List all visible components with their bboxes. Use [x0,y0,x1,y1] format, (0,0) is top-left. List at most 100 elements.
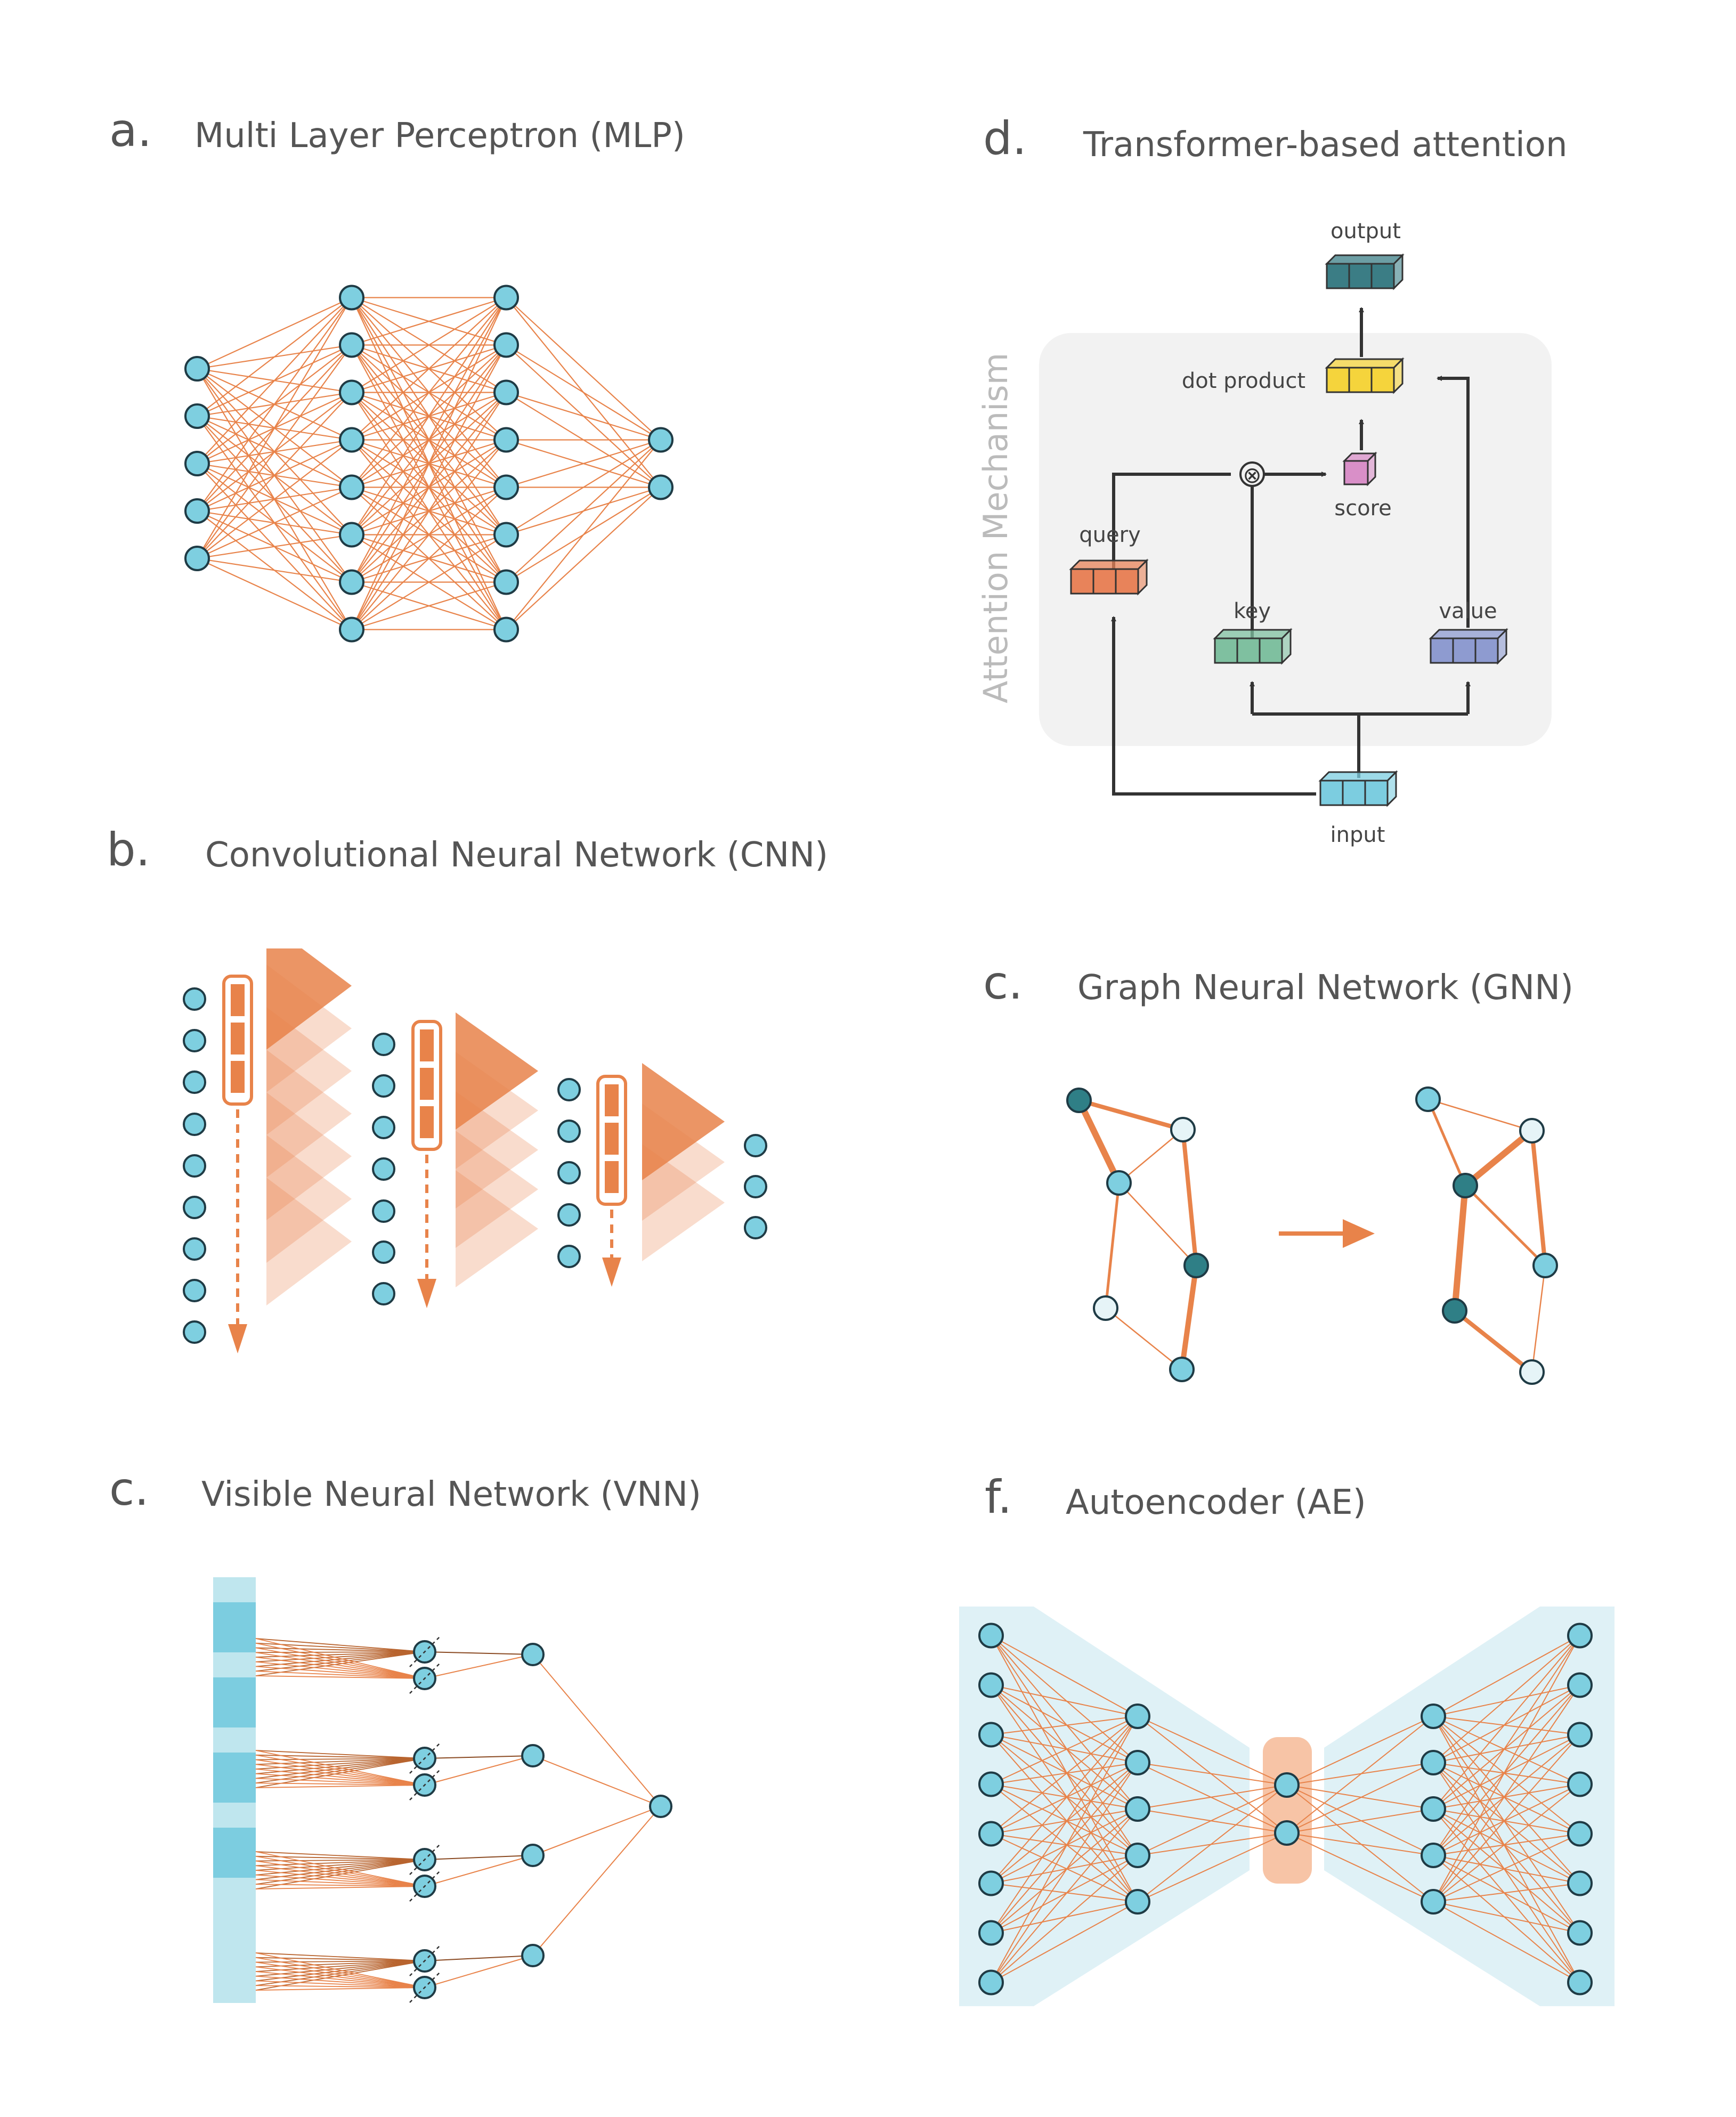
vnn-edge [255,1651,425,1672]
vnn-edge [255,1759,425,1786]
cnn-node [372,1116,395,1139]
label-value: value [1439,599,1497,623]
ae-edge [991,1684,1138,1902]
mlp-edge [506,439,661,536]
gnn-edge [1531,1264,1546,1373]
mlp-node [184,356,210,382]
vnn-edge [255,1987,425,1991]
mlp-edge [351,344,507,630]
vnn-diagram [213,1577,672,2003]
ae-node [1421,1796,1446,1822]
ae-node [1125,1843,1150,1868]
ae-edge [1433,1684,1580,1763]
ae-edge [1286,1762,1434,1786]
score-block [1343,460,1369,485]
ae-edge [1286,1785,1434,1810]
mlp-node [493,427,519,453]
ae-node [1567,1722,1593,1748]
cnn-node [183,1113,206,1136]
ae-node [1125,1796,1150,1822]
vnn-dropout-mark [409,1871,440,1902]
cnn-triangle [456,1170,538,1287]
vnn-edge [255,1879,425,1887]
dot-product-block-cell [1326,367,1350,393]
output-block-cell [1348,263,1373,289]
ae-edge [1433,1635,1580,1856]
ae-edge [1433,1808,1580,1835]
vnn-edge [255,1758,425,1779]
ae-node [1274,1772,1300,1798]
vnn-edge [255,1886,425,1889]
ae-edge [1433,1635,1580,1763]
mlp-node [339,379,364,405]
ae-edge [991,1808,1138,1835]
ae-node [1421,1843,1446,1868]
ae-edge [1433,1734,1580,1763]
vnn-input-segment [213,1652,256,1677]
ae-edge [991,1684,1138,1717]
ae-edge [991,1855,1138,1884]
cnn-node [372,1199,395,1223]
vnn-edge [255,1851,425,1887]
panel-c-vnn-title: Visible Neural Network (VNN) [201,1475,701,1514]
gnn-edge [1077,1098,1185,1132]
ae-node [1421,1889,1446,1915]
input-block-cell [1342,780,1366,806]
vnn-edge [255,1750,425,1786]
ae-node [978,1920,1004,1946]
cnn-triangle [642,1063,725,1180]
ae-edge [1286,1762,1434,1834]
vnn-edge [255,1860,425,1887]
vnn-edge [255,1769,425,1786]
mlp-edge [351,297,507,441]
ae-edge [1433,1855,1580,1884]
vnn-edge [255,1675,425,1679]
vnn-edge [255,1960,425,1977]
cnn-arrow-head [602,1258,621,1287]
vnn-edge [255,1859,425,1889]
gnn-edge [1464,1184,1547,1267]
vnn-edge [424,1855,533,1887]
cnn-node [557,1203,581,1227]
ae-edge [991,1716,1138,1835]
ae-edge [1137,1762,1287,1786]
cnn-filter-cell [605,1084,619,1116]
ae-edge [1433,1734,1580,1810]
vnn-output-node [649,1795,672,1818]
ae-edge [1433,1808,1580,1934]
vnn-edge [255,1855,425,1887]
ae-edge [991,1855,1138,1983]
cnn-node [557,1120,581,1143]
vnn-edge [255,1960,425,1982]
vnn-input-segment [213,1702,256,1727]
mlp-edge [197,558,352,630]
ae-edge [1433,1762,1580,1835]
vnn-edge [532,1806,661,1956]
gnn-edge [1453,1309,1534,1374]
mlp-node [339,569,364,595]
ae-edge [1286,1716,1434,1786]
vnn-input-segment [213,1953,256,1978]
ae-node [978,1870,1004,1896]
mlp-edge [197,297,352,559]
vnn-edge [255,1960,425,1972]
ae-edge [991,1716,1138,1884]
vnn-edge [255,1859,425,1880]
ae-edge [991,1734,1138,1902]
vnn-edge [255,1758,425,1770]
query-block-cell [1115,568,1139,595]
label-dot-product: dot product [1182,369,1305,393]
mlp-node [184,498,210,524]
ae-node [1125,1750,1150,1775]
vnn-dropout-mark [409,1844,440,1875]
ae-edge [1433,1684,1580,1810]
ae-edge [991,1635,1138,1856]
gnn-transform-arrow-head [1343,1219,1375,1248]
cnn-node [557,1078,581,1101]
ae-edge [1286,1785,1434,1856]
cnn-node [183,1196,206,1219]
ae-edge [991,1762,1138,1934]
vnn-dropout-mark [409,1663,440,1694]
mlp-node [648,474,674,500]
ae-node [1274,1820,1300,1846]
